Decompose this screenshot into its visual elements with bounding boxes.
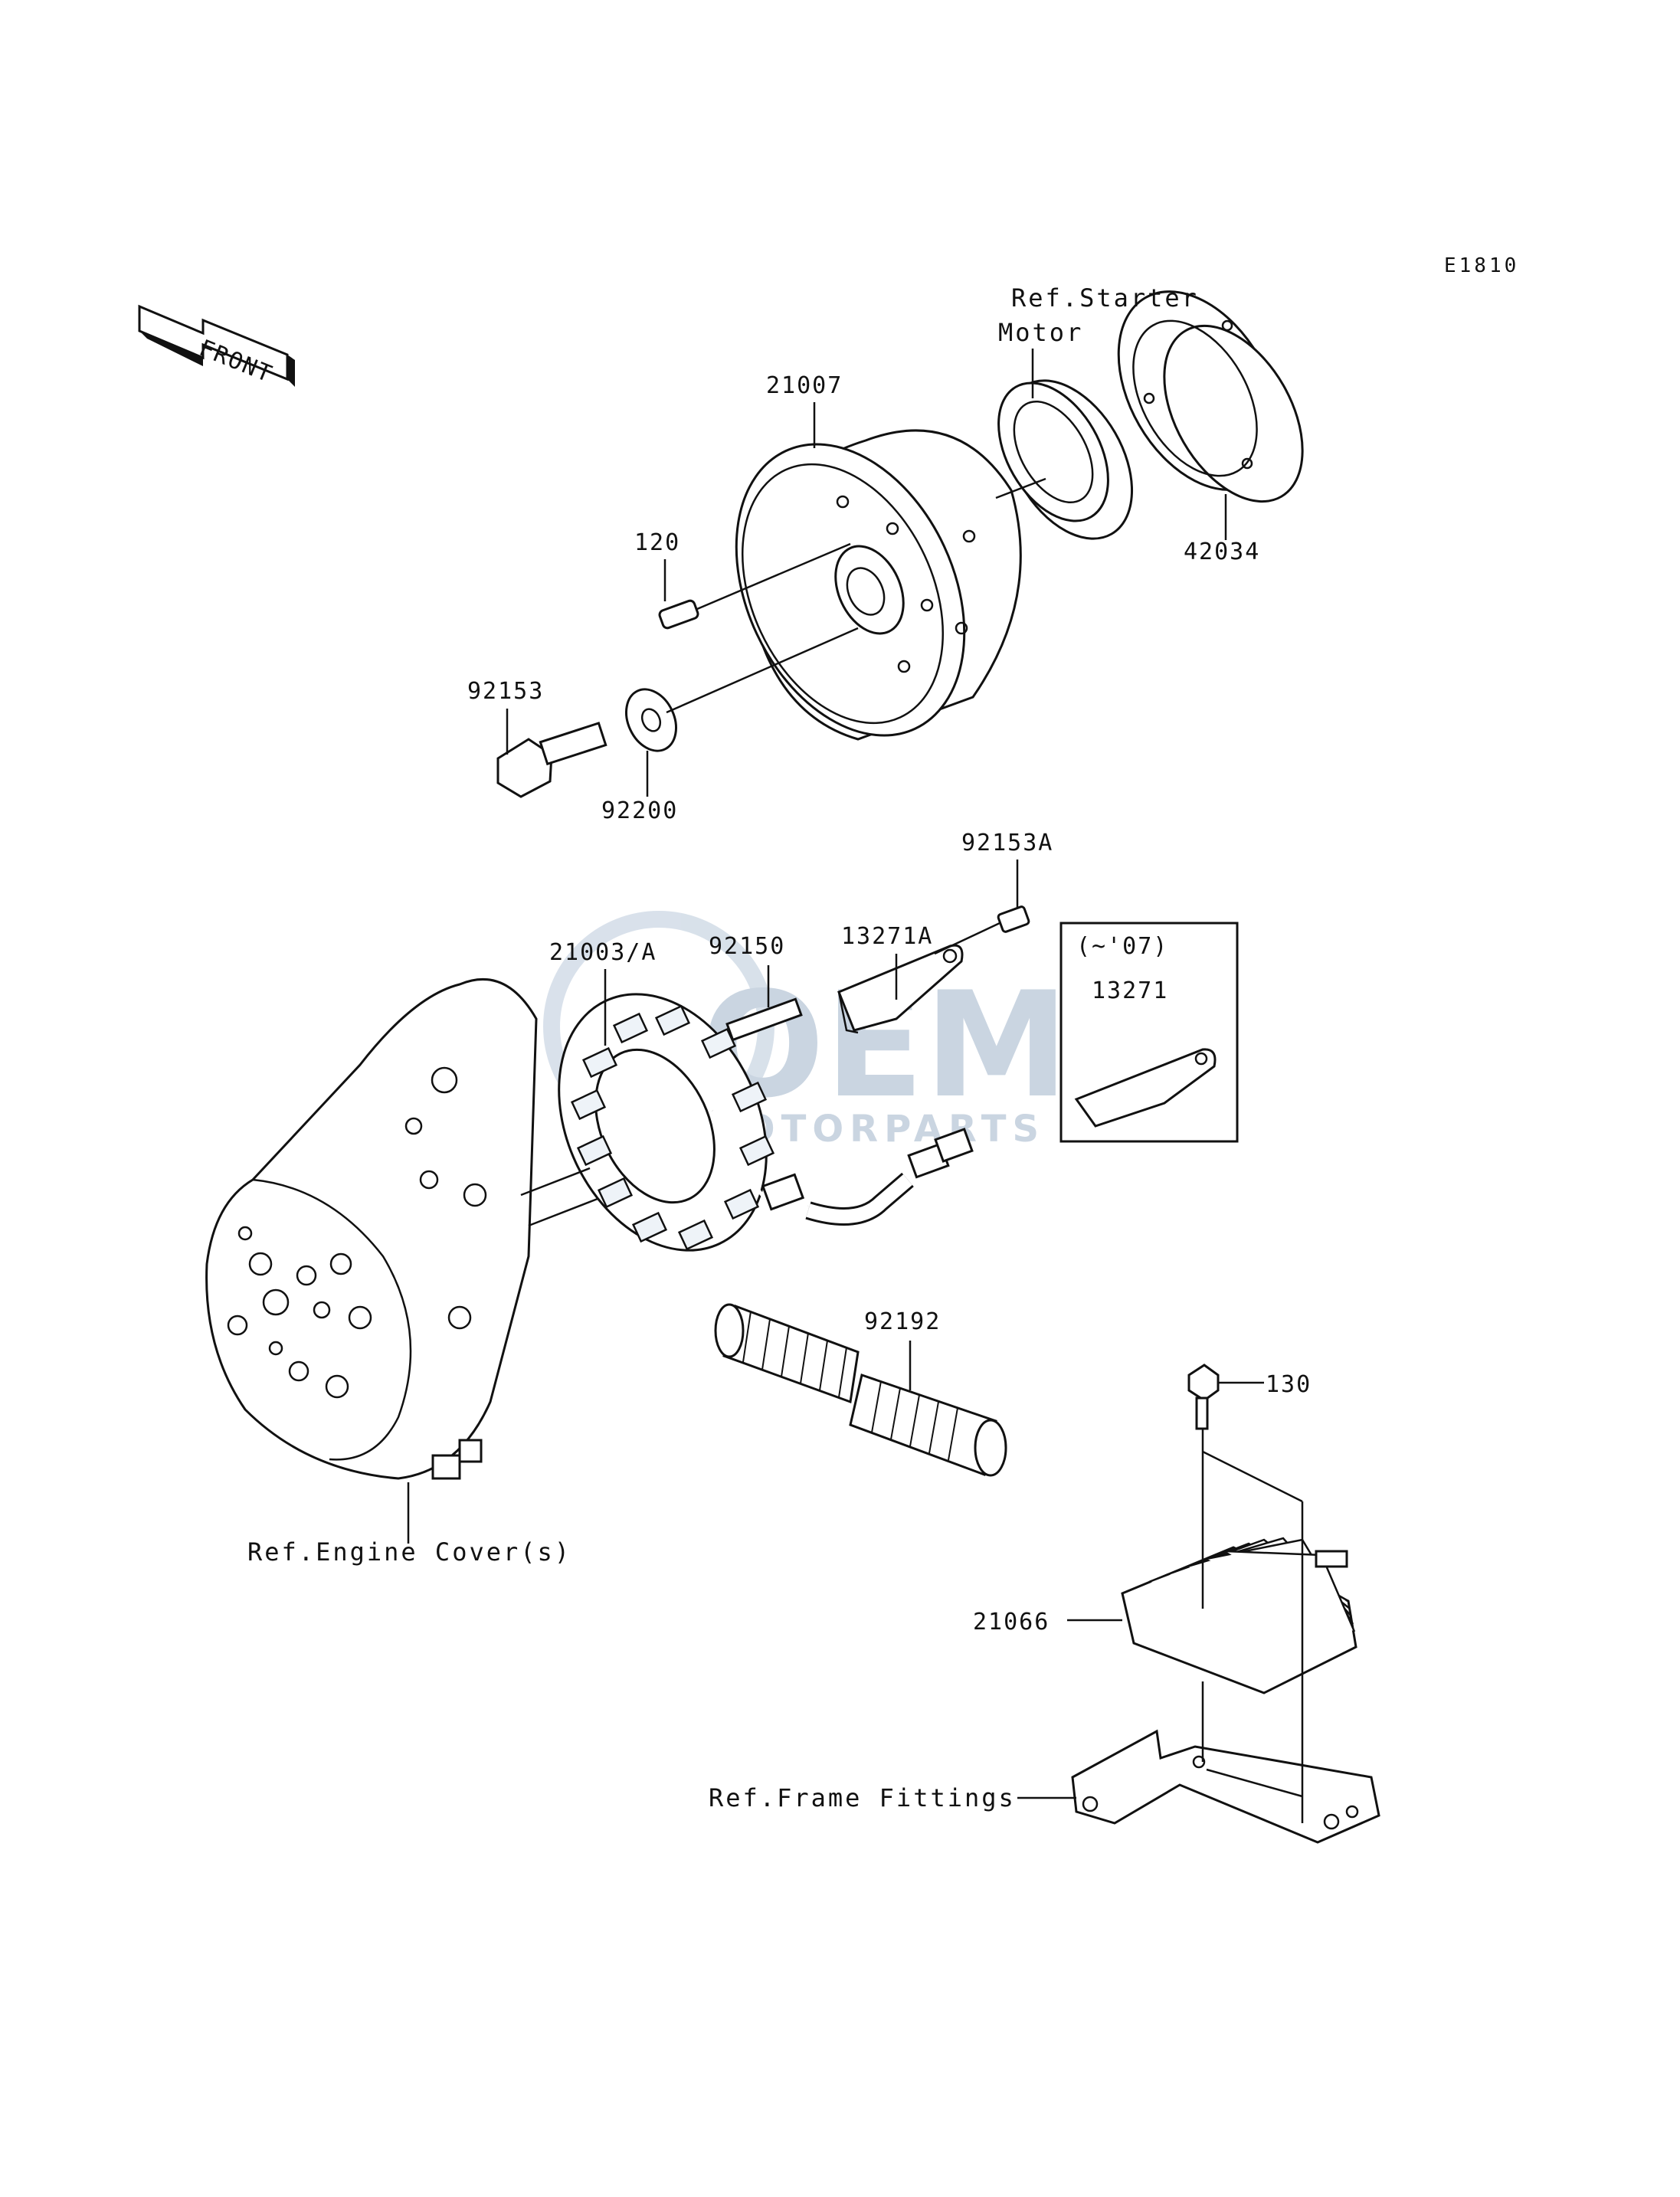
callout-ref-frame-fittings: Ref.Frame Fittings — [709, 1783, 1016, 1812]
callout-13271: 13271 — [1092, 977, 1168, 1004]
part-92192-tube — [714, 1303, 1007, 1477]
callout-labels: Ref.Starter Motor 21007 42034 120 92153 … — [247, 283, 1312, 1812]
front-arrow-icon: FRONT — [138, 304, 295, 388]
part-92153-bolt — [496, 722, 607, 798]
callout-ref-starter-line2: Motor — [998, 318, 1083, 347]
part-92153A-bolt — [997, 905, 1030, 933]
callout-13271A: 13271A — [841, 923, 933, 950]
callout-92153: 92153 — [467, 678, 544, 705]
diagram-code: E1810 — [1444, 254, 1519, 277]
callout-92200: 92200 — [601, 797, 678, 824]
callout-21003A: 21003/A — [549, 939, 657, 966]
part-21066-regulator — [1121, 1537, 1357, 1694]
callout-ref-starter-line1: Ref.Starter — [1011, 283, 1199, 313]
leader-lines — [407, 349, 1304, 1823]
inset-label: (~'07) — [1076, 933, 1168, 960]
callout-92192: 92192 — [864, 1308, 941, 1335]
callout-ref-engine-cover: Ref.Engine Cover(s) — [247, 1537, 571, 1567]
callout-92153A: 92153A — [961, 830, 1053, 856]
engine-cover — [205, 977, 538, 1480]
part-92200-washer — [625, 688, 677, 752]
callout-21007: 21007 — [766, 372, 843, 399]
part-92150-screw — [725, 997, 803, 1042]
rotor-flywheel — [735, 429, 1022, 741]
callout-120: 120 — [634, 529, 680, 556]
callout-21066: 21066 — [973, 1609, 1050, 1635]
callout-92150: 92150 — [709, 933, 785, 960]
callout-42034: 42034 — [1184, 539, 1260, 565]
part-120-pin — [658, 599, 699, 630]
callout-130: 130 — [1266, 1371, 1312, 1398]
frame-bracket — [1071, 1729, 1380, 1844]
inset-13271-box — [1059, 922, 1239, 1143]
part-42034-ring — [1117, 290, 1304, 503]
part-130-bolt — [1187, 1364, 1220, 1430]
part-21003-stator — [558, 993, 974, 1252]
